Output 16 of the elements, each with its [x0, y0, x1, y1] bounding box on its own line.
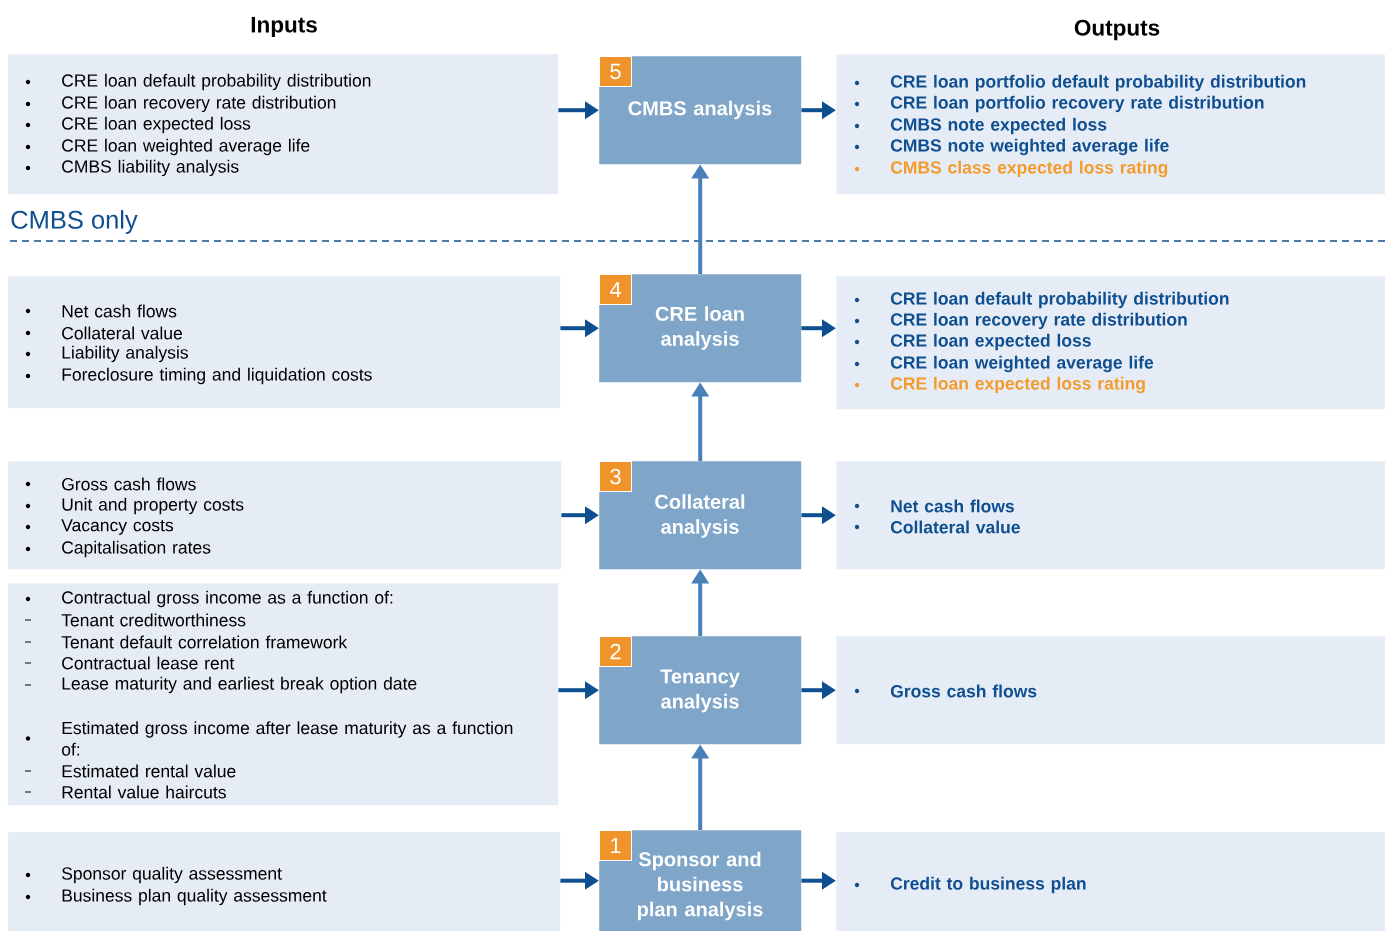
output-box: Gross cash flows: [836, 636, 1385, 745]
output-box: Net cash flows Collateral value: [836, 461, 1385, 570]
input-box: Gross cash flows Unit and property costs Vacancy costs Capitalisation rates: [8, 461, 562, 570]
step-badge: 3: [599, 461, 632, 492]
step-badge: 4: [599, 274, 632, 305]
input-box: CRE loan default probability distribution CRE loan recovery rate distribution CRE loan expected loss CRE loan weighted average life CMBS liability analysis: [8, 54, 559, 195]
step-badge: 2: [599, 636, 632, 667]
section-label: CMBS only: [11, 210, 138, 234]
input-box: Sponsor quality assessment Business plan quality assessment: [8, 832, 561, 931]
step-badge: 5: [599, 56, 632, 87]
output-box: CRE loan portfolio default probability distribution CRE loan portfolio recovery rate distribution CMBS note expected loss CMBS note weighted average life CMBS class expected loss rating: [836, 54, 1385, 195]
step-badge: 1: [599, 830, 632, 861]
input-box: Contractual gross income as a function of: Tenant creditworthiness Tenant default correlation framework Contractual lease rent Lease maturity and earliest break option date Estimated gross income after lease maturity as a function of: Estimated rental value Rental value haircuts: [8, 583, 559, 806]
output-box: CRE loan default probability distribution CRE loan recovery rate distribution CRE loan expected loss CRE loan weighted average life CRE loan expected loss rating: [836, 276, 1385, 410]
input-box: Net cash flows Collateral value Liability analysis Foreclosure timing and liquidation costs: [8, 276, 561, 409]
output-box: Credit to business plan: [836, 832, 1385, 931]
